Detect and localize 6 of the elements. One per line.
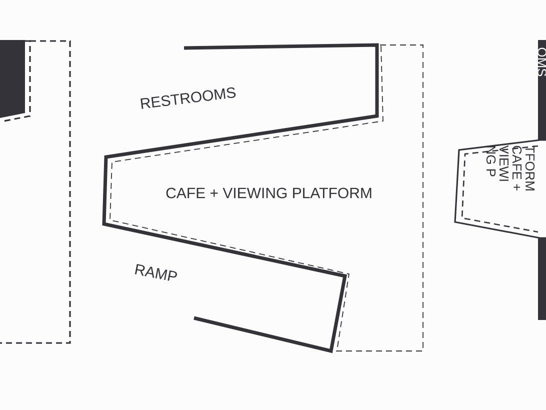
room-label: TFORM bbox=[525, 146, 535, 190]
room-label: VIEWI bbox=[500, 145, 508, 181]
room-label: CAFE + VIEWING PLATFORM bbox=[166, 188, 372, 198]
room-label: RAMP bbox=[134, 264, 177, 281]
room-label: RESTROOMS bbox=[140, 87, 236, 109]
room-label: CAFE + bbox=[512, 146, 522, 190]
